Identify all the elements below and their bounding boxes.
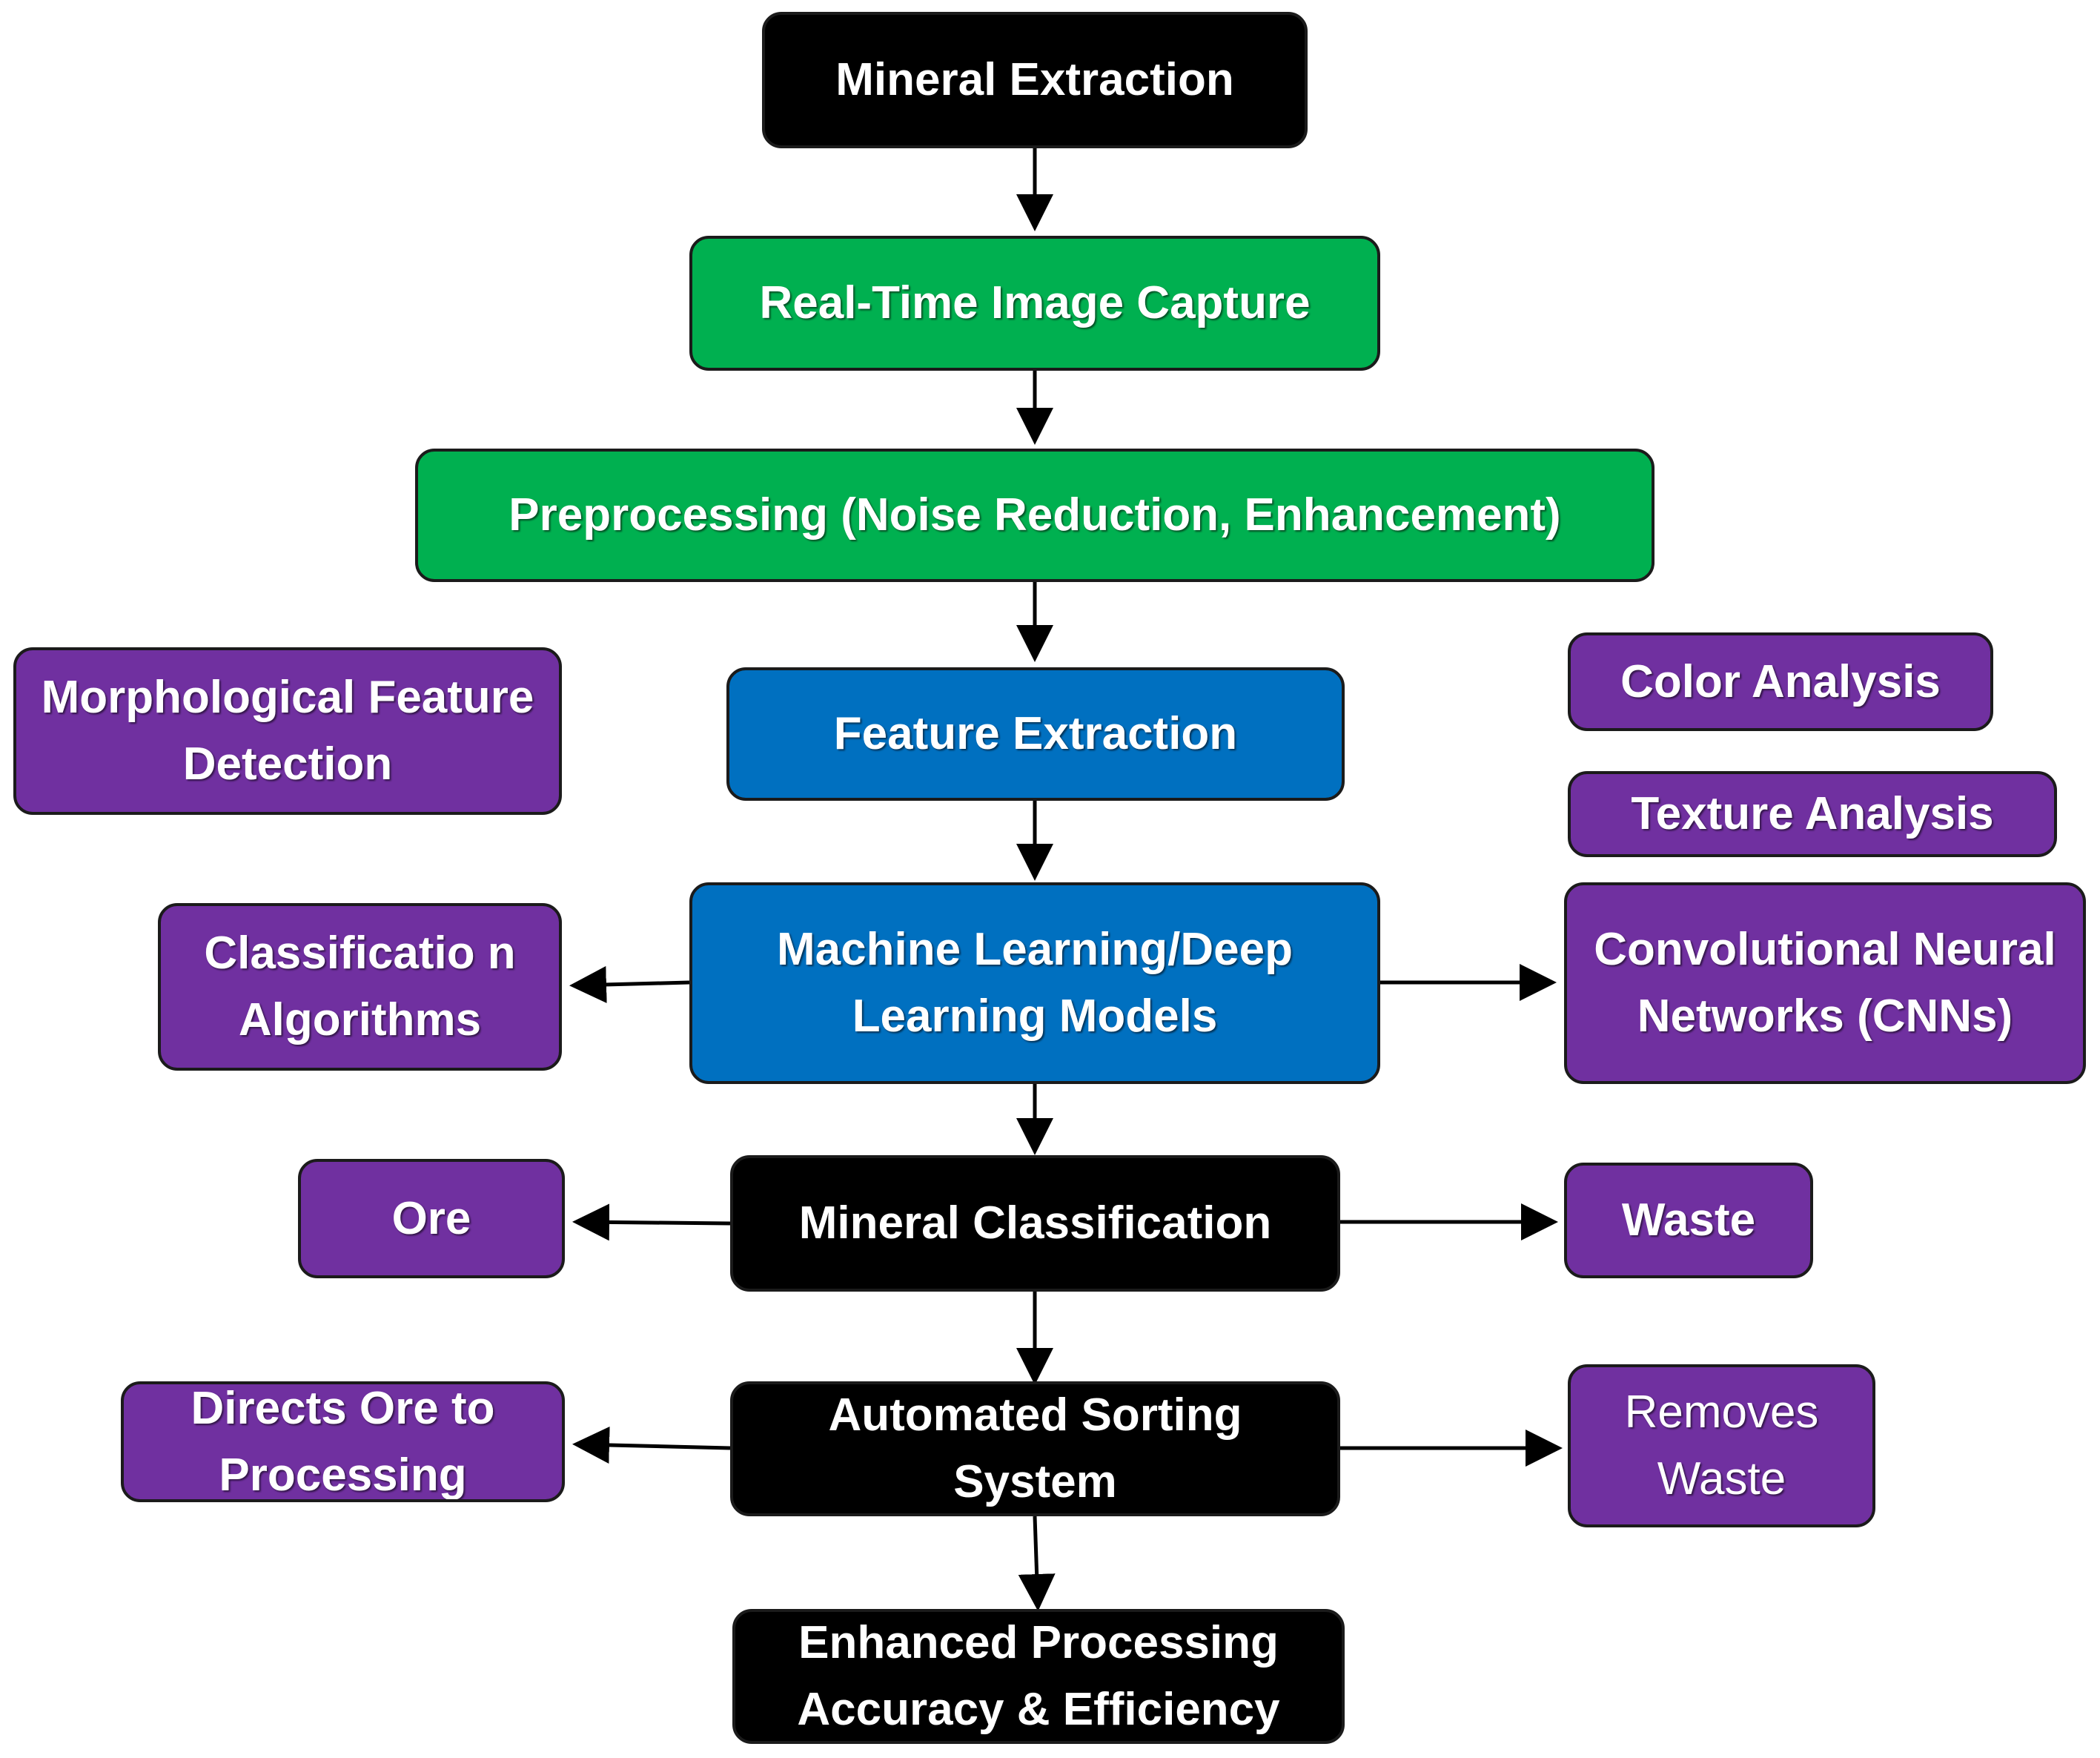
node-mineral-classification: Mineral Classification — [730, 1155, 1340, 1292]
node-mineral-classification-label: Mineral Classification — [798, 1197, 1272, 1249]
node-texture-analysis: Texture Analysis — [1568, 771, 2057, 857]
node-preprocessing-label: Preprocessing (Noise Reduction, Enhancem… — [509, 489, 1561, 541]
arrow-sorting-to-directs-ore — [572, 1426, 731, 1464]
node-directs-ore: Directs Ore to Processing — [121, 1381, 565, 1502]
node-enhanced-processing: Enhanced Processing Accuracy & Efficienc… — [732, 1609, 1345, 1744]
node-sorting-system: Automated Sorting System — [730, 1381, 1340, 1516]
node-morphological-feature-detection-label: Morphological Feature Detection — [41, 672, 534, 790]
node-image-capture-label: Real-Time Image Capture — [759, 277, 1311, 329]
node-enhanced-processing-label: Enhanced Processing Accuracy & Efficienc… — [797, 1617, 1280, 1735]
node-removes-waste: Removes Waste — [1568, 1364, 1875, 1527]
node-ml-models-label: Machine Learning/Deep Learning Models — [777, 924, 1293, 1042]
node-cnn-label: Convolutional Neural Networks (CNNs) — [1594, 924, 2056, 1042]
node-color-analysis: Color Analysis — [1568, 632, 1993, 731]
node-removes-waste-label: Removes Waste — [1624, 1387, 1819, 1504]
node-cnn: Convolutional Neural Networks (CNNs) — [1564, 882, 2086, 1084]
node-feature-extraction-label: Feature Extraction — [833, 708, 1238, 760]
node-mineral-extraction-label: Mineral Extraction — [835, 54, 1234, 106]
node-ml-models: Machine Learning/Deep Learning Models — [689, 882, 1380, 1084]
node-ore: Ore — [298, 1159, 565, 1278]
node-preprocessing: Preprocessing (Noise Reduction, Enhancem… — [415, 449, 1655, 582]
node-sorting-system-label: Automated Sorting System — [828, 1389, 1242, 1507]
node-texture-analysis-label: Texture Analysis — [1631, 788, 1994, 840]
node-mineral-extraction: Mineral Extraction — [762, 12, 1308, 148]
node-feature-extraction: Feature Extraction — [726, 667, 1345, 801]
node-waste: Waste — [1564, 1163, 1813, 1278]
node-morphological-feature-detection: Morphological Feature Detection — [13, 647, 562, 815]
node-classification-algorithms-label: Classificatio n Algorithms — [204, 928, 516, 1045]
node-ore-label: Ore — [391, 1192, 471, 1244]
node-color-analysis-label: Color Analysis — [1620, 655, 1941, 707]
node-classification-algorithms: Classificatio n Algorithms — [158, 903, 562, 1071]
arrow-ml-to-classification-algorithms — [569, 965, 690, 1003]
arrow-classification-to-ore — [572, 1203, 731, 1241]
node-directs-ore-label: Directs Ore to Processing — [191, 1382, 495, 1501]
node-image-capture: Real-Time Image Capture — [689, 236, 1380, 371]
node-waste-label: Waste — [1621, 1194, 1756, 1246]
arrow-sorting-to-enhanced — [1018, 1516, 1056, 1611]
